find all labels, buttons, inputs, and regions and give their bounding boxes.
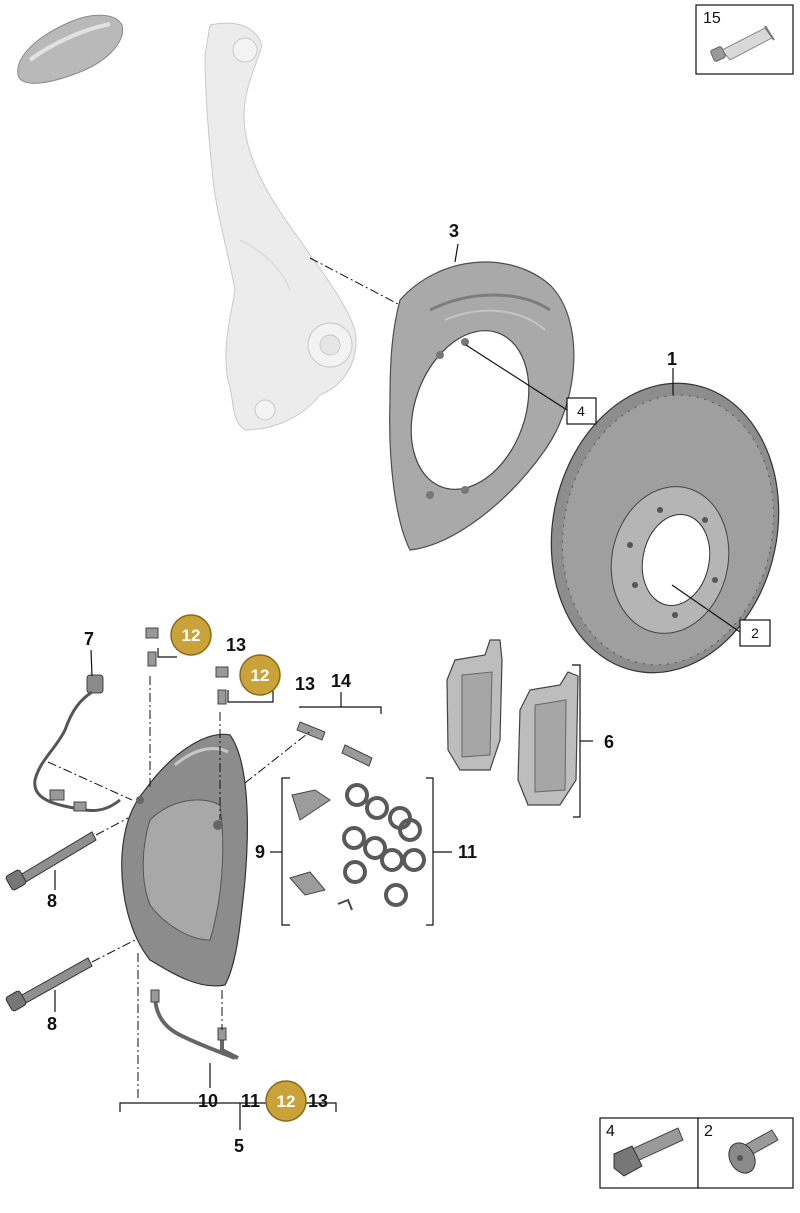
callout-5: 5: [234, 1136, 244, 1156]
callout-6: 6: [604, 732, 614, 752]
assembly-lines: [47, 257, 401, 1100]
badge-12-upper: 12: [170, 614, 212, 656]
guide-pin-set: [296, 721, 373, 767]
spring-clip-set: [289, 789, 353, 911]
callout-9: 9: [255, 842, 265, 862]
callout-11a: 11: [458, 842, 477, 862]
brake-pad-inner: [517, 671, 579, 806]
lubricant-tube-box: 15: [695, 4, 794, 75]
bleed-screw-1: [145, 627, 159, 667]
callout-11b: 11: [241, 1091, 260, 1111]
callout-12b: 12: [251, 666, 270, 685]
leader-lines: [54, 243, 741, 1130]
callout-10: 10: [198, 1091, 218, 1111]
callout-13c: 13: [308, 1091, 328, 1111]
badge-12-lower: 12: [265, 1080, 307, 1122]
brake-dust-shield: [389, 261, 575, 551]
brake-pad-outer: [446, 639, 503, 771]
vehicle-silhouette-icon: [17, 14, 124, 84]
svg-text:4: 4: [577, 403, 585, 419]
caliper-bolt-upper: [5, 831, 97, 891]
callout-13a: 13: [226, 635, 246, 655]
callout-14: 14: [331, 671, 351, 691]
callout-15: 15: [703, 10, 721, 27]
brake-disc: [550, 382, 780, 674]
legend-bolt-box: 4: [599, 1117, 699, 1189]
legend-bolt-label: 4: [606, 1123, 615, 1140]
pad-wear-sensor-cable: [33, 674, 121, 812]
badge-12-middle: 12: [239, 654, 281, 696]
callout-12c: 12: [277, 1092, 296, 1111]
brake-caliper: [121, 733, 248, 987]
legend-screw-box: 2: [697, 1117, 794, 1189]
seal-ring-set: [342, 783, 426, 907]
lubricant-tube-icon: [710, 25, 775, 62]
caliper-bolt-lower: [5, 957, 93, 1012]
boxed-ref-2: 2: [739, 619, 771, 647]
bleed-screw-2: [215, 666, 229, 705]
callout-13b: 13: [295, 674, 315, 694]
svg-text:2: 2: [751, 625, 759, 641]
callout-8a: 8: [47, 891, 57, 911]
countersunk-screw-icon: [728, 1129, 779, 1174]
callout-7: 7: [84, 629, 94, 649]
boxed-ref-4: 4: [566, 397, 597, 425]
callout-3: 3: [449, 221, 459, 241]
steering-knuckle: [204, 22, 357, 431]
callout-8b: 8: [47, 1014, 57, 1034]
callout-12a: 12: [182, 626, 201, 645]
callout-1: 1: [667, 349, 677, 369]
brake-line: [150, 989, 239, 1060]
hex-bolt-icon: [613, 1127, 684, 1177]
legend-screw-label: 2: [704, 1123, 713, 1140]
